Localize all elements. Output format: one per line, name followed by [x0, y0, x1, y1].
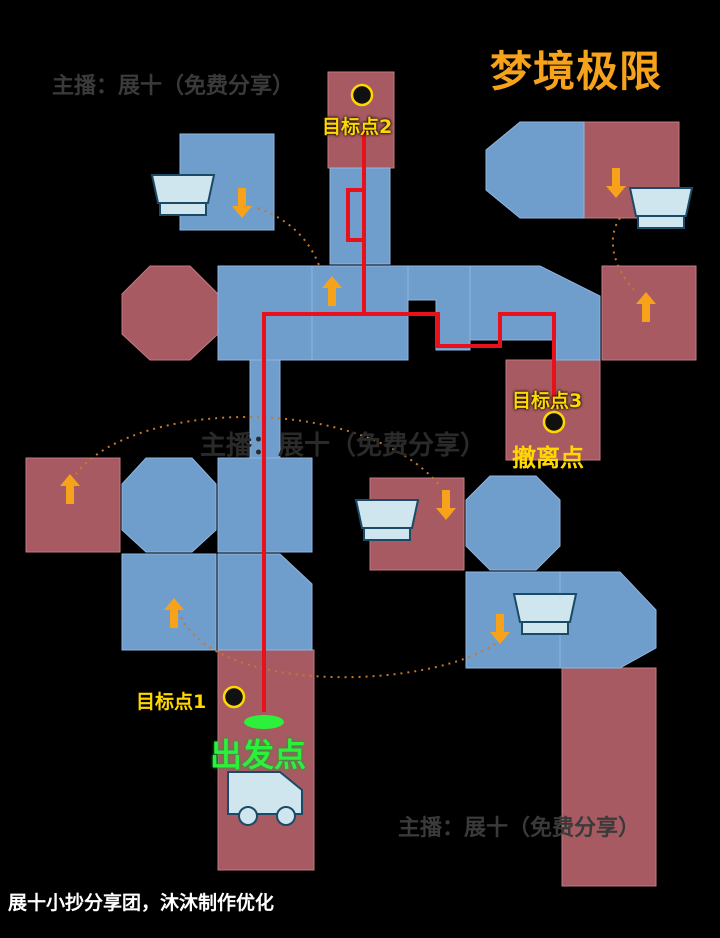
room-se-right [559, 571, 657, 669]
target-2-label: 目标点2 [322, 116, 393, 138]
target-3-label: 目标点3 [512, 390, 583, 412]
route-line [262, 130, 556, 712]
dotted-paths [71, 207, 637, 679]
start-marker [244, 715, 284, 729]
map-title: 梦境极限 [490, 47, 663, 96]
extraction-label: 撤离点 [512, 444, 584, 472]
room-octagon-east [465, 475, 561, 571]
room-sw-blue [121, 553, 217, 651]
route-arrow-icon [60, 168, 656, 644]
corridor-north [329, 167, 391, 265]
room-west-octagon [121, 265, 219, 361]
start-label: 出发点 [210, 736, 307, 774]
room-se-red [561, 667, 657, 887]
target-marker-icon [222, 83, 566, 709]
chest-icon [150, 174, 694, 635]
watermark-bottom: 主播：展十（免费分享） [398, 816, 641, 841]
watermark-top: 主播：展十（免费分享） [52, 74, 295, 99]
watermark-middle: 主播：展十（免费分享） [200, 431, 487, 461]
vehicle-icon [227, 771, 303, 826]
room-far-west-red [25, 457, 121, 553]
room-ne-blue [485, 121, 585, 219]
credit-text: 展十小抄分享团，沐沐制作优化 [8, 892, 275, 914]
target-1-label: 目标点1 [136, 691, 207, 713]
room-octagon-mid [121, 457, 217, 553]
